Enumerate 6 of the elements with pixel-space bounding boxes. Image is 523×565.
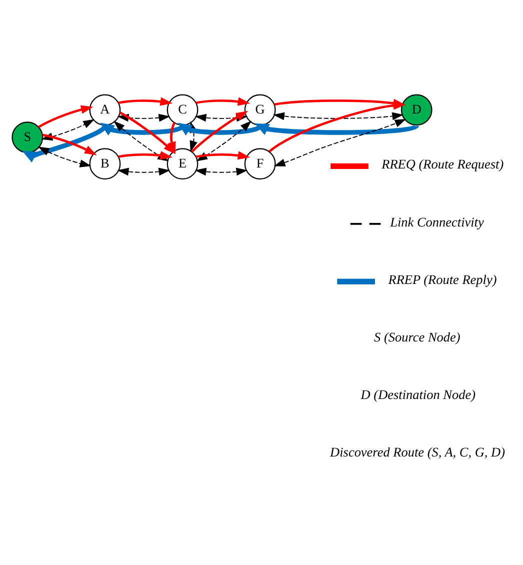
legend-label: Link Connectivity <box>390 214 484 229</box>
legend-label: RREQ (Route Request) <box>382 156 504 172</box>
label: Discovered Route (S, A, C, G, D) <box>330 444 506 460</box>
label: D (Destination Node) <box>360 386 476 402</box>
legend-label: RREP (Route Reply) <box>388 272 497 287</box>
label: S (Source Node) <box>374 328 460 344</box>
